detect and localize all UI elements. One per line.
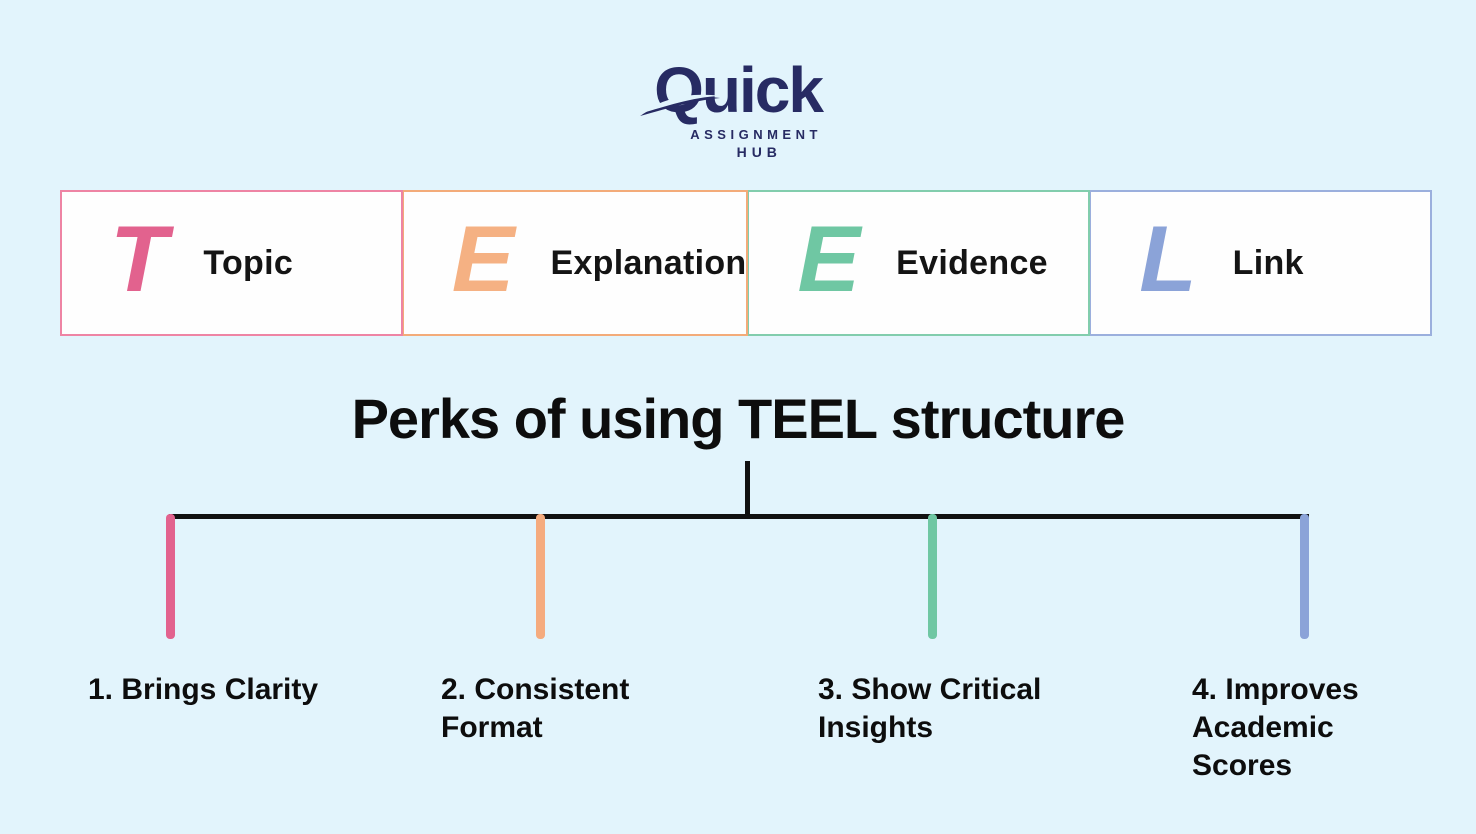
perk-item-4: 4. Improves Academic Scores <box>1192 673 1359 782</box>
teel-box-link: L Link <box>1090 190 1432 336</box>
teel-box-explanation: E Explanation <box>402 190 749 336</box>
teel-label-link: Link <box>1232 243 1304 282</box>
perk-item-3: 3. Show Critical Insights <box>818 673 1042 744</box>
teel-label-topic: Topic <box>203 243 294 282</box>
teel-boxes-row: T Topic E Explanation E Evidence L Link <box>60 190 1432 336</box>
logo-brand-text: Quick <box>654 54 824 126</box>
branch-bar-brings-clarity <box>166 514 175 639</box>
perk-item-2: 2. Consistent Format <box>441 673 630 744</box>
section-title: Perks of using TEEL structure <box>351 387 1126 450</box>
branch-bar-consistent-format <box>536 514 545 639</box>
logo: Quick ASSIGNMENT HUB <box>640 58 824 160</box>
logo-brand: Quick <box>640 58 824 122</box>
teel-label-evidence: Evidence <box>896 243 1048 282</box>
teel-box-evidence: E Evidence <box>748 190 1091 336</box>
teel-box-topic: T Topic <box>60 190 403 336</box>
perk-item-1: 1. Brings Clarity <box>88 673 319 706</box>
teel-letter-t: T <box>110 206 168 311</box>
teel-letter-e2: E <box>797 206 861 311</box>
teel-label-explanation: Explanation <box>550 243 747 282</box>
branch-bar-academic-scores <box>1300 514 1309 639</box>
branch-bar-critical-insights <box>928 514 937 639</box>
tree-horizontal-line <box>169 514 1309 519</box>
logo-hub-text: HUB <box>736 144 782 160</box>
tree-stem-line <box>745 461 750 518</box>
logo-subtitle: ASSIGNMENT <box>690 127 822 142</box>
teel-letter-e1: E <box>451 206 515 311</box>
teel-letter-l: L <box>1139 206 1197 311</box>
